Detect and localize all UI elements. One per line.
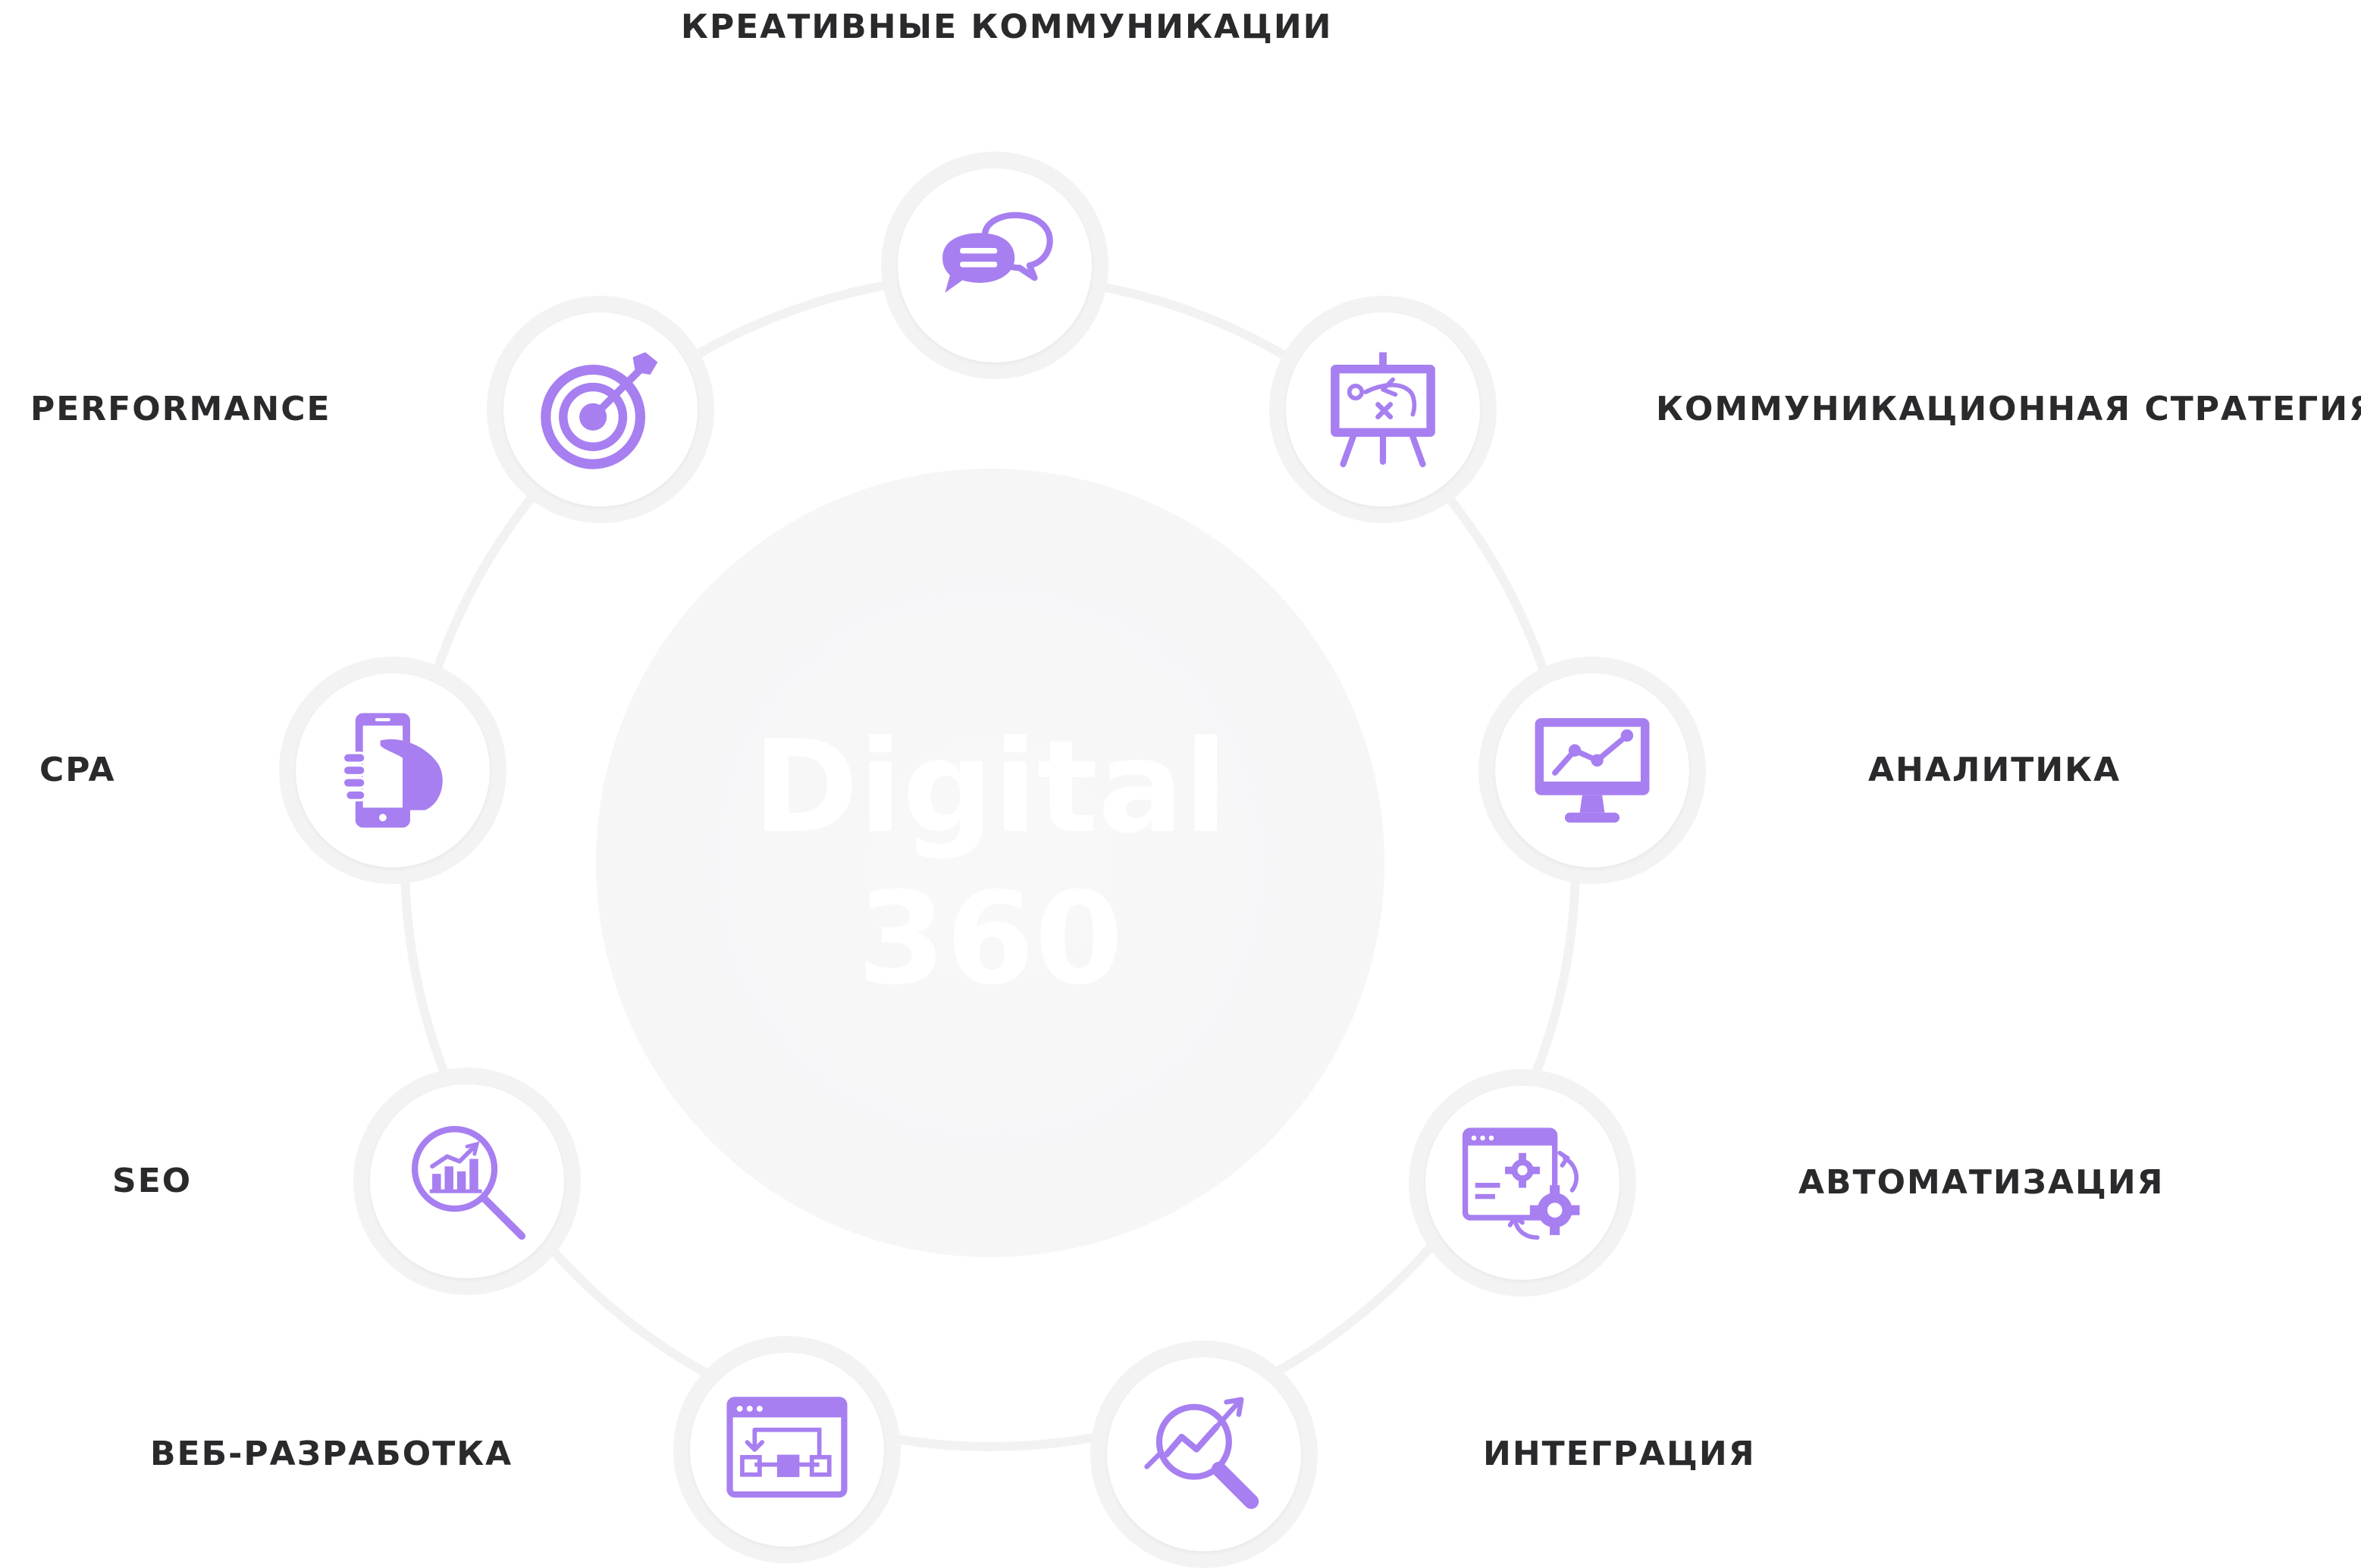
node-communication-strategy[interactable] <box>1269 296 1497 523</box>
label-web-development: ВЕБ-РАЗРАБОТКА <box>150 1435 513 1473</box>
node-inner <box>370 1084 564 1278</box>
node-creative-communications[interactable] <box>881 152 1108 379</box>
label-communication-strategy: КОММУНИКАЦИОННАЯ СТРАТЕГИЯ <box>1656 390 2361 428</box>
label-automation: АВТОМАТИЗАЦИЯ <box>1798 1163 2165 1202</box>
node-cpa[interactable] <box>279 657 506 884</box>
seo-magnifier-icon <box>412 1126 526 1240</box>
node-automation[interactable] <box>1409 1069 1636 1297</box>
label-analytics: АНАЛИТИКА <box>1868 751 2121 789</box>
node-inner <box>1107 1357 1301 1551</box>
node-inner <box>690 1353 884 1547</box>
automation-gears-icon <box>1462 1127 1580 1240</box>
chat-bubbles-icon <box>942 212 1053 293</box>
node-performance[interactable] <box>487 296 714 523</box>
center-title: Digital 360 <box>596 469 1384 1257</box>
analytics-monitor-icon <box>1535 718 1650 823</box>
center-title-line1: Digital <box>752 713 1228 861</box>
label-seo: SEO <box>112 1162 193 1200</box>
label-integration: ИНТЕГРАЦИЯ <box>1483 1435 1756 1473</box>
web-layout-icon <box>726 1397 848 1498</box>
label-performance: PERFORMANCE <box>30 390 331 428</box>
center-disc <box>596 469 1384 1257</box>
strategy-board-icon <box>1331 352 1435 468</box>
center-title-line2: 360 <box>857 864 1124 1013</box>
node-integration[interactable] <box>1090 1341 1318 1568</box>
mobile-hand-icon <box>341 713 443 828</box>
target-arrow-icon <box>541 352 658 469</box>
label-creative-communications: КРЕАТИВНЫЕ КОММУНИКАЦИИ <box>681 8 1333 46</box>
node-seo[interactable] <box>353 1068 581 1295</box>
label-cpa: CPA <box>39 751 116 789</box>
node-web-development[interactable] <box>673 1336 901 1563</box>
node-analytics[interactable] <box>1478 657 1706 884</box>
integration-search-icon <box>1144 1397 1259 1510</box>
